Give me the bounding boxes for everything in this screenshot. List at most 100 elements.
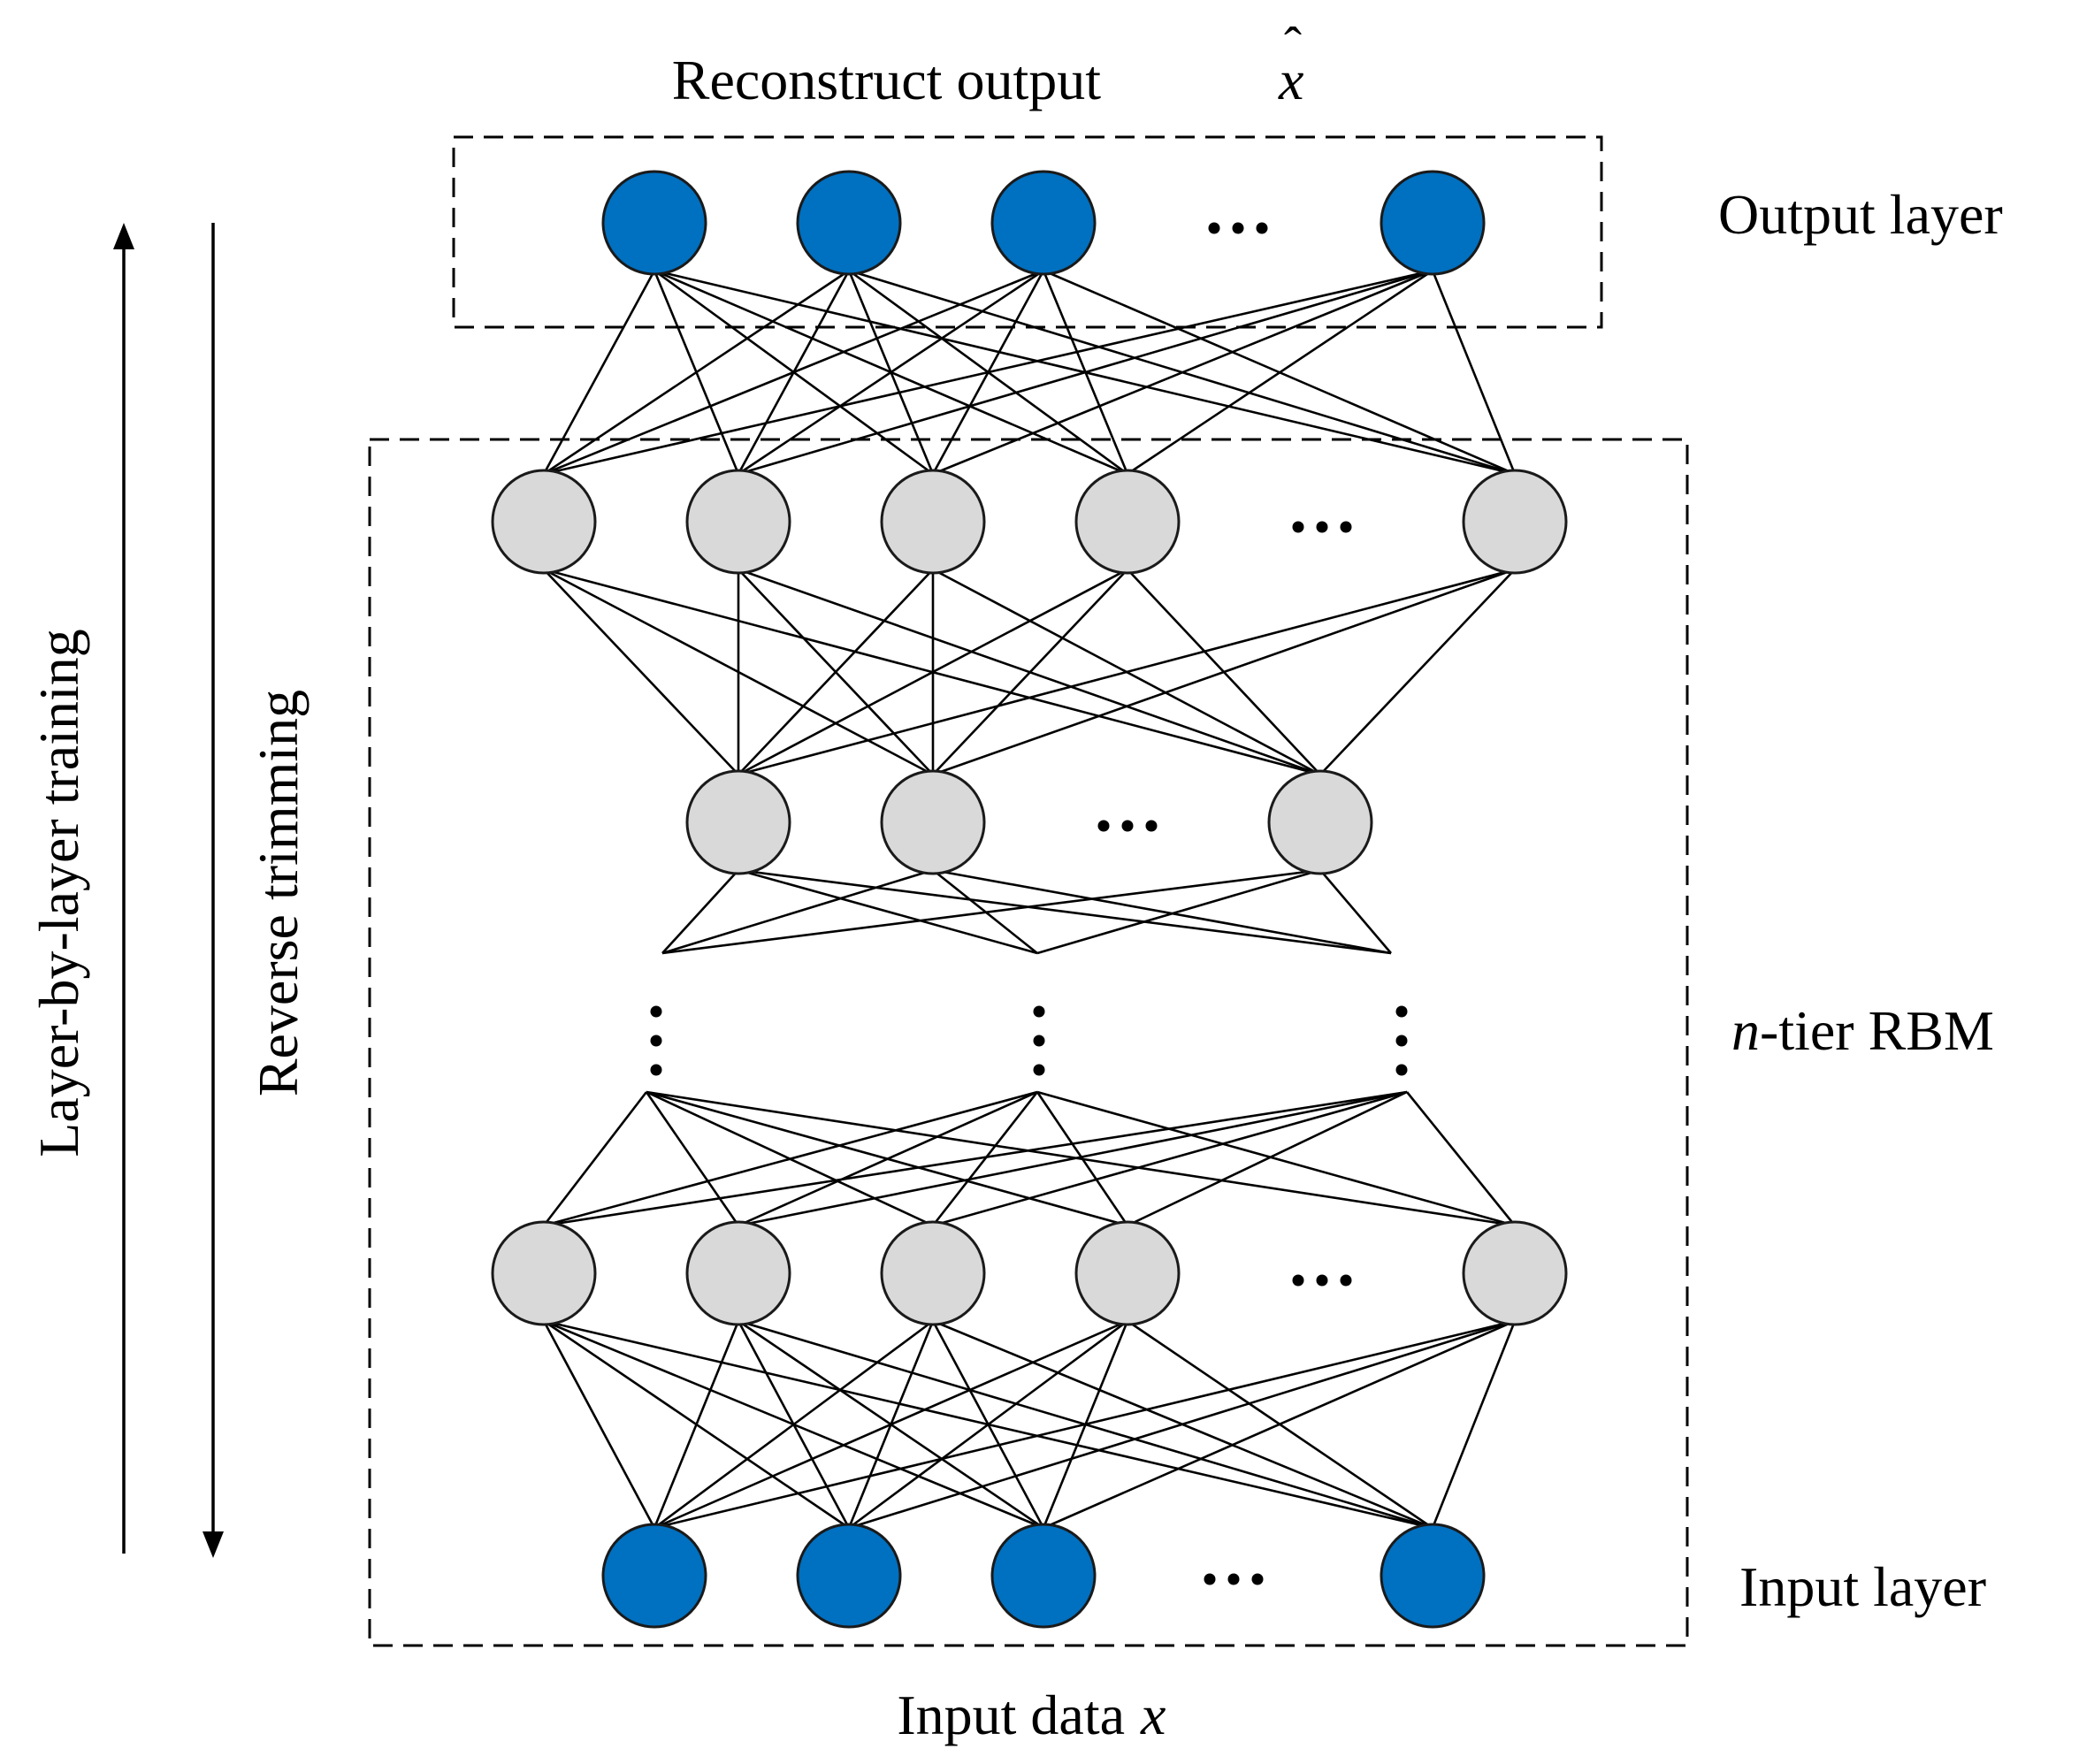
ellipsis-dot	[1204, 1573, 1216, 1585]
edge-hidden3-input	[1431, 1320, 1517, 1529]
edge-hidden2-continuation	[738, 868, 1038, 955]
ellipsis-dots	[650, 222, 1408, 1585]
edge-continuation-hidden3	[1127, 1090, 1408, 1227]
ellipsis-dot	[1033, 1064, 1045, 1076]
edge-hidden2-continuation	[661, 869, 739, 954]
input-data-label: Input data	[897, 1684, 1125, 1746]
edge-hidden1-hidden2	[738, 569, 934, 775]
hidden1-node	[1462, 469, 1568, 575]
layer-by-layer-training-label: Layer-by-layer training	[27, 629, 90, 1157]
input-node	[990, 1523, 1097, 1629]
ellipsis-dot	[1292, 1274, 1304, 1287]
vertical-ellipsis-right	[1395, 1005, 1408, 1076]
edge-continuation-hidden3	[542, 1091, 648, 1226]
edge-output-hidden1	[542, 270, 656, 475]
hidden2-node	[880, 769, 986, 875]
ellipsis-dot	[1251, 1573, 1264, 1585]
ellipsis-dot	[650, 1035, 662, 1047]
ellipsis-dot	[1145, 820, 1158, 832]
output-ellipsis	[1208, 222, 1268, 234]
edge-hidden2-continuation	[1036, 868, 1321, 955]
hidden3-node	[1462, 1220, 1568, 1326]
ellipsis-dot	[650, 1005, 662, 1018]
ellipsis-dot	[1340, 521, 1352, 533]
ellipsis-dot	[1395, 1005, 1408, 1018]
rbm-label: n-tier RBM	[1731, 999, 1994, 1062]
ellipsis-dot	[1033, 1035, 1045, 1047]
edge-output-hidden1	[738, 269, 1044, 476]
reverse-trimming-arrow	[203, 223, 224, 1558]
hidden3-node	[491, 1220, 597, 1326]
edge-hidden1-hidden2	[738, 568, 1516, 776]
ellipsis-dot	[650, 1064, 662, 1076]
ellipsis-dot	[1292, 521, 1304, 533]
hidden1-ellipsis	[1292, 521, 1352, 533]
ellipsis-dot	[1395, 1064, 1408, 1076]
ellipsis-dot	[1033, 1005, 1045, 1018]
output-node	[1380, 170, 1486, 276]
edge-hidden3-input	[848, 1319, 1128, 1530]
ellipsis-dot	[1227, 1573, 1240, 1585]
input-node	[796, 1523, 902, 1629]
edge-hidden3-input	[1043, 1319, 1516, 1530]
output-layer-label: Output layer	[1718, 183, 2003, 246]
input-layer-label: Input layer	[1739, 1555, 1986, 1618]
edge-continuation-hidden3	[543, 1090, 1408, 1227]
input-ellipsis	[1204, 1573, 1264, 1585]
reverse-trimming-label: Reverse trimming	[247, 690, 310, 1096]
ellipsis-dot	[1121, 820, 1134, 832]
edge-hidden2-continuation	[661, 868, 934, 955]
neurons	[491, 170, 1568, 1629]
rbm-label-n: n	[1731, 999, 1760, 1062]
layer-by-layer-training-arrow	[113, 223, 134, 1554]
edge-hidden1-hidden2	[932, 569, 1128, 775]
edge-hidden3-input	[654, 1319, 934, 1530]
ellipsis-dot	[1395, 1035, 1408, 1047]
edge-output-hidden1	[543, 269, 1433, 476]
edge-continuation-hidden3	[931, 1091, 1039, 1226]
edge-continuation-hidden3	[1036, 1090, 1516, 1227]
output-node	[990, 170, 1097, 276]
output-node	[796, 170, 902, 276]
reconstruct-output-hat: ˆ	[1284, 17, 1302, 75]
edge-hidden1-hidden2	[932, 568, 1516, 776]
ellipsis-dot	[1316, 1274, 1328, 1287]
edge-hidden2-continuation	[661, 868, 1321, 955]
hidden3-node	[880, 1220, 986, 1326]
edge-hidden3-input	[654, 1319, 1516, 1530]
hidden3-node	[1074, 1220, 1181, 1326]
ellipsis-dot	[1256, 222, 1268, 234]
edge-hidden2-continuation	[932, 868, 1392, 955]
reconstruct-output-label: Reconstruct output	[672, 49, 1101, 111]
hidden2-node	[1267, 769, 1373, 875]
hidden2-ellipsis	[1097, 820, 1158, 832]
edge-hidden1-hidden2	[543, 569, 739, 775]
hidden1-node	[880, 469, 986, 575]
edge-continuation-hidden3	[932, 1090, 1408, 1227]
output-layer-box	[452, 135, 1603, 329]
ellipsis-dot	[1316, 521, 1328, 533]
edge-hidden1-hidden2	[1319, 569, 1516, 775]
edge-hidden1-hidden2	[738, 568, 1128, 776]
edge-continuation-hidden3	[738, 1090, 1038, 1227]
edge-hidden3-input	[848, 1319, 1516, 1530]
edge-continuation-hidden3	[646, 1090, 1516, 1227]
edge-continuation-hidden3	[645, 1091, 740, 1226]
edge-continuation-hidden3	[1036, 1091, 1129, 1226]
edge-output-hidden1	[1127, 269, 1433, 476]
edge-hidden2-continuation	[1319, 869, 1392, 954]
edge-output-hidden1	[543, 269, 1044, 476]
input-node	[601, 1523, 707, 1629]
edge-continuation-hidden3	[543, 1090, 1038, 1227]
edge-hidden2-continuation	[738, 868, 1392, 955]
connections	[542, 269, 1517, 1530]
hidden1-node	[491, 469, 597, 575]
hidden3-ellipsis	[1292, 1274, 1352, 1287]
edge-hidden3-input	[653, 1320, 740, 1529]
ellipsis-dot	[1232, 222, 1244, 234]
reconstruct-output-symbol: x	[1278, 49, 1303, 111]
input-node	[1380, 1523, 1486, 1629]
edge-hidden3-input	[654, 1319, 1128, 1530]
ellipsis-dot	[1208, 222, 1220, 234]
